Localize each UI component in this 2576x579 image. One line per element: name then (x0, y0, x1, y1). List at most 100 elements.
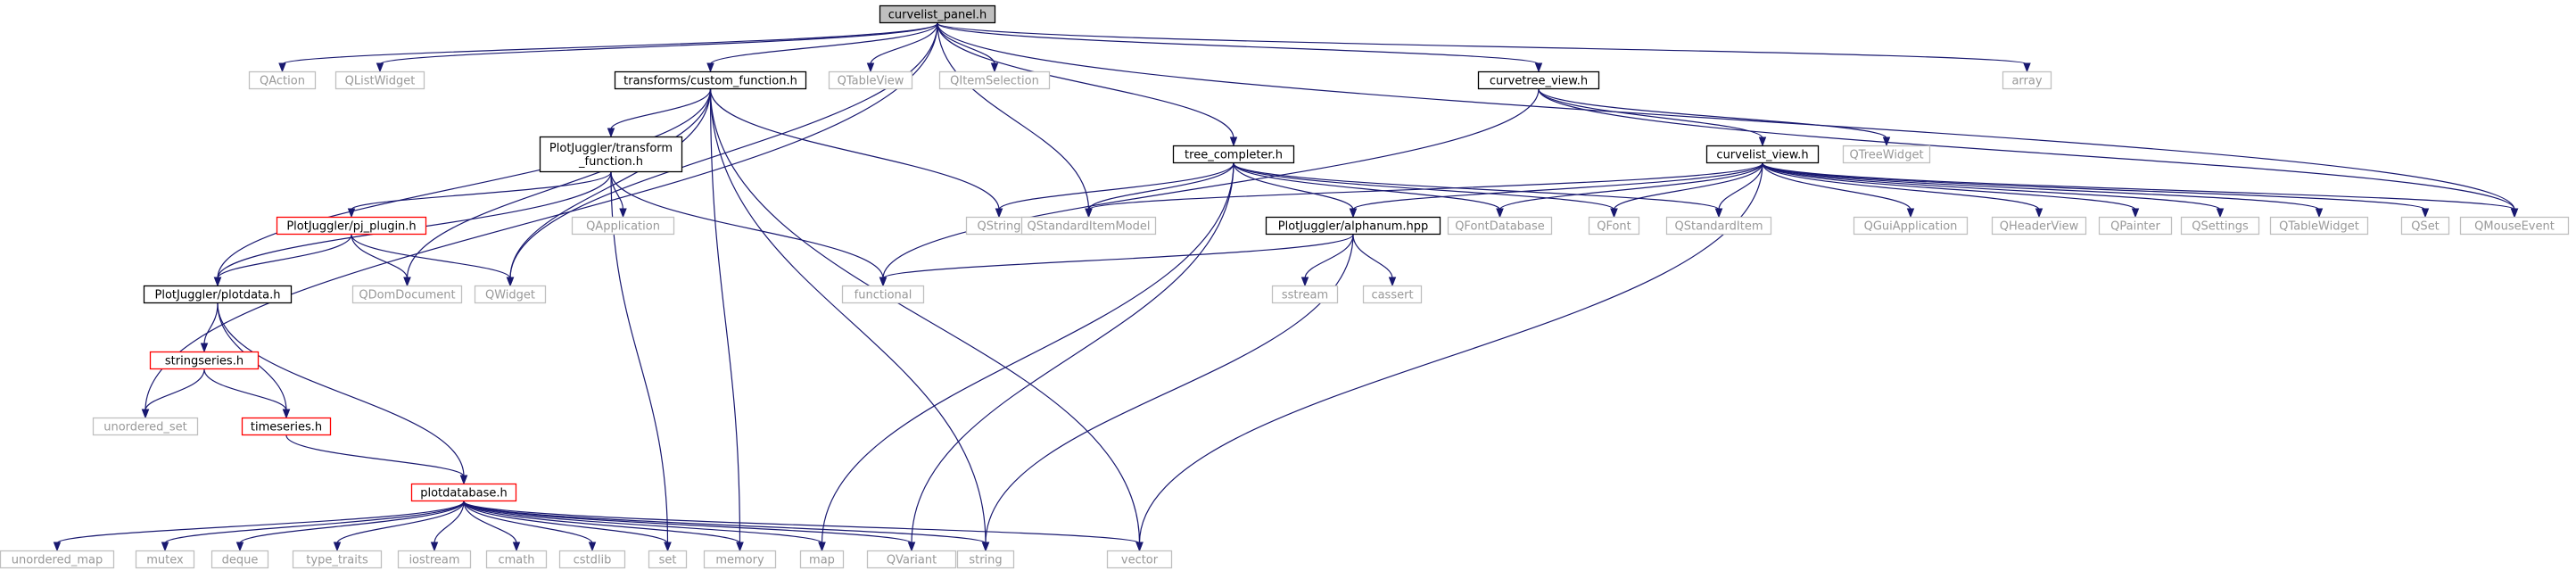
edge-pj_plugin-to-plotdata (213, 234, 352, 287)
node-box (1265, 216, 1441, 236)
edge-arrowhead (459, 475, 468, 485)
node-box (1665, 216, 1772, 236)
edge-stringseries-to-unordered_set (141, 368, 205, 419)
edge-plotdatabase-to-cmath (463, 500, 521, 552)
edge-arrowhead (1610, 208, 1618, 219)
node-qtablewidget: QTableWidget (2269, 216, 2369, 236)
edge-arrowhead (403, 277, 411, 287)
edge-arrowhead (866, 62, 875, 73)
node-box (2269, 216, 2369, 236)
node-array: array (2002, 70, 2052, 90)
node-label: QString (977, 220, 1020, 234)
node-box (0, 550, 115, 569)
node-label: timeseries.h (251, 421, 322, 434)
node-box (485, 550, 548, 569)
node-label: QItemSelection (950, 75, 1039, 88)
node-qstandarditem: QStandardItem (1665, 216, 1772, 236)
edge-timeseries-to-plotdatabase (285, 434, 468, 485)
edge-custom_function-to-memory (709, 88, 744, 552)
node-set: set (648, 550, 688, 569)
node-deque: deque (211, 550, 269, 569)
node-root[interactable]: curvelist_panel.h (879, 4, 996, 24)
edge-root-to-tree_completer (937, 22, 1238, 147)
node-curvetree-view[interactable]: curvetree_view.h (1477, 70, 1600, 90)
node-mutex: mutex (135, 550, 195, 569)
node-label: array (2011, 75, 2042, 88)
edge-tree_completer-to-qstandarditem (1233, 162, 1723, 219)
edge-tree_completer-to-qfontdatabase (1233, 162, 1504, 219)
edge-arrowhead (235, 542, 244, 552)
edge-plotdata-to-stringseries (200, 302, 219, 353)
edge-arrowhead (879, 277, 888, 287)
node-label: QTableView (838, 75, 904, 88)
node-plotdata[interactable]: PlotJuggler/plotdata.h (143, 285, 293, 304)
edge-custom_function-to-plotdata (213, 88, 712, 287)
edge-arrowhead (1135, 542, 1144, 552)
node-timeseries[interactable]: timeseries.h (241, 417, 332, 436)
edge-arrowhead (2421, 208, 2430, 219)
edge-curvelist_view-to-qmouseevent (1762, 162, 2519, 219)
edge-custom_function-to-string (709, 88, 990, 552)
edge-arrowhead (200, 343, 209, 353)
node-label: PlotJuggler/alphanum.hpp (1278, 220, 1428, 234)
node-label: QFontDatabase (1455, 220, 1545, 234)
node-box (1842, 145, 1931, 164)
node-box (703, 550, 777, 569)
node-box (397, 550, 472, 569)
node-box (938, 70, 1051, 90)
node-qstandarditemmodel: QStandardItemModel (1020, 216, 1157, 236)
node-label: QHeaderView (2000, 220, 2079, 234)
edge-arrowhead (1300, 277, 1309, 287)
edge-arrowhead (376, 62, 384, 73)
edge-tree_completer-to-qfont (1233, 162, 1618, 219)
edge-arrowhead (1085, 208, 1093, 219)
node-box (828, 70, 913, 90)
node-qfontdatabase: QFontDatabase (1447, 216, 1553, 236)
node-label: curvelist_view.h (1716, 149, 1808, 162)
node-qmouseevent: QMouseEvent (2459, 216, 2570, 236)
edge-arrowhead (736, 542, 744, 552)
edge-curvelist_view-to-alphanum (1349, 162, 1763, 219)
node-label: functional (855, 289, 912, 302)
node-pj-plugin[interactable]: PlotJuggler/pj_plugin.h (276, 216, 427, 236)
node-box (571, 216, 675, 236)
edge-arrowhead (2131, 208, 2140, 219)
edge-arrowhead (706, 62, 714, 73)
node-sstream: sstream (1271, 285, 1339, 304)
edge-arrowhead (506, 277, 515, 287)
node-box (211, 550, 269, 569)
node-curvelist-view[interactable]: curvelist_view.h (1705, 145, 1820, 164)
edge-root-to-array (937, 22, 2031, 73)
node-label: set (659, 554, 677, 567)
node-label: string (969, 554, 1002, 567)
edge-plotdatabase-to-cstdlib (463, 500, 597, 552)
node-label: unordered_map (12, 554, 103, 567)
edge-curvelist_view-to-qfontdatabase (1496, 162, 1763, 219)
edge-arrowhead (664, 542, 672, 552)
edge-plotdatabase-to-iostream (430, 500, 465, 552)
edge-custom_function-to-vector (709, 88, 1144, 552)
edge-curvelist_view-to-qset (1762, 162, 2430, 219)
node-label: QMouseEvent (2474, 220, 2555, 234)
edge-custom_function-to-transform_function (607, 88, 712, 138)
edge-arrowhead (588, 542, 597, 552)
node-alphanum[interactable]: PlotJuggler/alphanum.hpp (1265, 216, 1441, 236)
node-qsettings: QSettings (2180, 216, 2260, 236)
edge-plotdatabase-to-memory (463, 500, 744, 552)
edge-alphanum-to-functional (879, 234, 1354, 287)
node-label: iostream (409, 554, 459, 567)
node-stringseries[interactable]: stringseries.h (149, 351, 260, 370)
edge-custom_function-to-qdomdocument (403, 88, 712, 287)
node-box (614, 70, 807, 90)
node-plotdatabase[interactable]: plotdatabase.h (410, 483, 517, 502)
node-label: QStandardItemModel (1028, 220, 1151, 234)
node-label: curvelist_panel.h (888, 9, 987, 22)
node-tree-completer[interactable]: tree_completer.h (1172, 145, 1295, 164)
node-custom-function[interactable]: transforms/custom_function.h (614, 70, 807, 90)
edge-arrowhead (2023, 62, 2031, 73)
edge-alphanum-to-sstream (1300, 234, 1354, 287)
edge-plotdatabase-to-set (463, 500, 672, 552)
edge-custom_function-to-qwidget (506, 88, 712, 287)
edge-plotdatabase-to-mutex (161, 500, 465, 552)
node-transform-function[interactable]: PlotJuggler/transform_function.h (539, 136, 683, 173)
